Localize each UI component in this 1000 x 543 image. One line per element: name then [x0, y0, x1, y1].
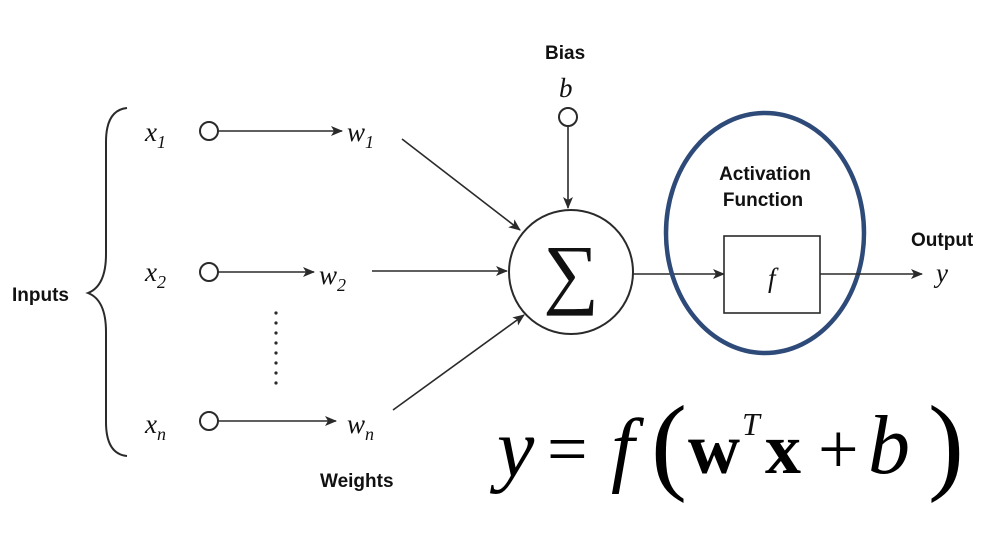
bias-label: Bias: [545, 43, 585, 64]
input-x2-label: x2: [144, 257, 166, 292]
weight-wn-label: wn: [347, 409, 374, 444]
summation-symbol: ∑: [543, 229, 599, 316]
equation-equals: =: [547, 409, 588, 489]
input-x1-node: [199, 121, 219, 141]
equation-f: f: [611, 402, 645, 495]
inputs-brace: [85, 107, 128, 457]
bias-node: [558, 107, 578, 127]
inputs-label: Inputs: [12, 285, 69, 306]
w1-to-sum-arrow: [401, 138, 521, 231]
equation-x-vector: x: [765, 409, 801, 489]
input-xn-node: [199, 411, 219, 431]
equation-plus: +: [818, 409, 859, 489]
output-symbol: y: [933, 258, 948, 288]
input-x1-label: x1: [144, 117, 166, 152]
summation-node: [508, 209, 634, 335]
input-xn-label: xn: [144, 409, 166, 444]
equation-w-vector: w: [688, 409, 740, 489]
equation-transpose: T: [742, 406, 762, 442]
equation-b: b: [868, 399, 910, 492]
equation-right-paren: ): [928, 385, 964, 504]
output-label: Output: [911, 230, 974, 251]
weight-w1-label: w1: [347, 117, 374, 152]
equation-lhs-y: y: [489, 402, 535, 495]
weight-w2-label: w2: [319, 260, 346, 295]
equation-left-paren: (: [651, 385, 687, 504]
activation-function-label-line1: Activation: [719, 164, 811, 185]
ellipsis-dots: [274, 311, 278, 385]
weights-label: Weights: [320, 471, 394, 492]
bias-symbol: b: [559, 73, 573, 103]
activation-function-symbol: f: [768, 263, 779, 293]
perceptron-equation: y = f ( w T x + b ): [489, 385, 964, 504]
activation-function-label-line2: Function: [723, 190, 803, 211]
input-x2-node: [199, 262, 219, 282]
wn-to-sum-arrow: [392, 314, 525, 411]
activation-highlight-ellipse: [663, 110, 867, 356]
